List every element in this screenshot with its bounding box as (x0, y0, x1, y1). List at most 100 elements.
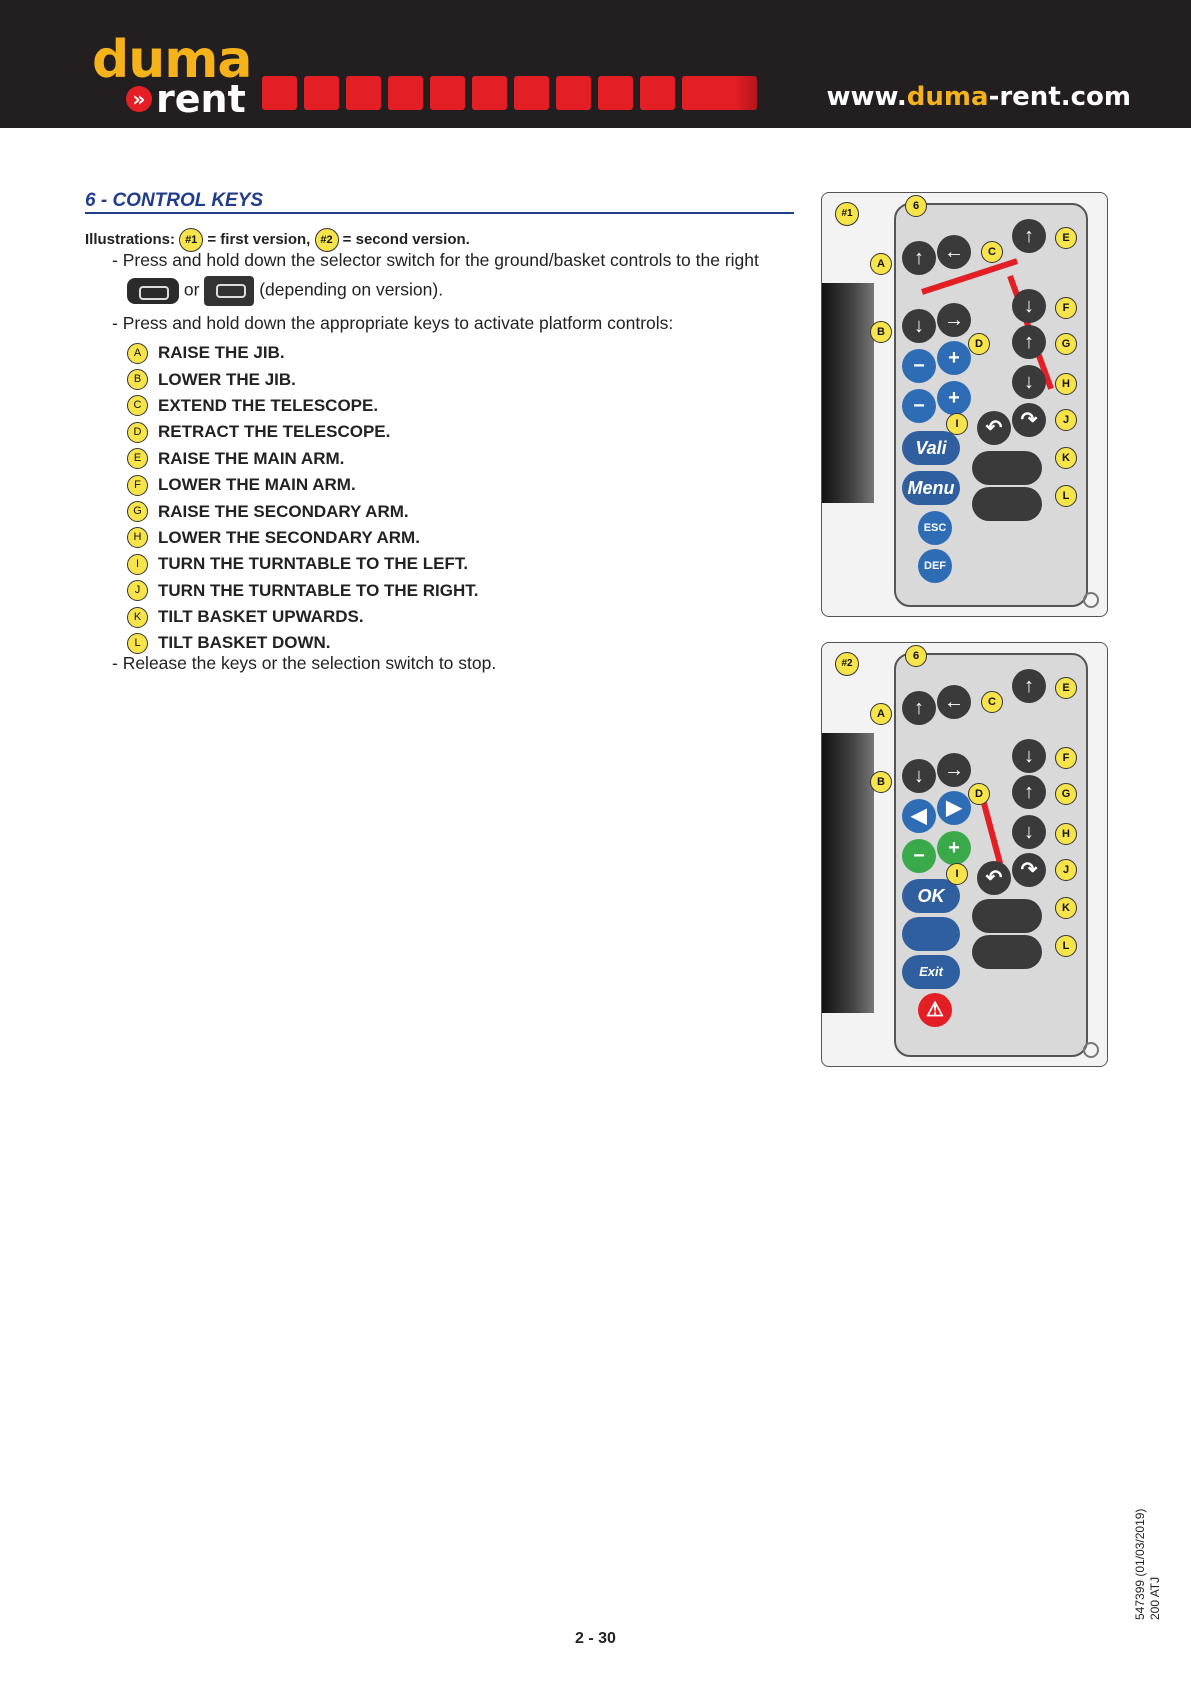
callout-d: D (968, 333, 990, 355)
section-title: 6 - CONTROL KEYS (85, 190, 264, 211)
arrow-down-icon: ↓ (1012, 739, 1046, 773)
triangle-left-icon: ◀ (902, 799, 936, 833)
title-divider (85, 212, 794, 214)
callout-g: G (1055, 783, 1077, 805)
arrow-up-icon: ↑ (1012, 325, 1046, 359)
machine-model: 200 ATJ (1148, 1576, 1162, 1620)
menu-button-key: Menu (902, 471, 960, 505)
callout-e: E (1055, 677, 1077, 699)
rotate-right-icon: ↷ (1012, 403, 1046, 437)
callout-j: J (1055, 859, 1077, 881)
arrow-down-icon: ↓ (1012, 289, 1046, 323)
callout-i: I (946, 413, 968, 435)
key-letter-badge: K (127, 606, 148, 628)
callout-i: I (946, 863, 968, 885)
key-label: TILT BASKET UPWARDS. (158, 607, 364, 627)
instruction-selector: - Press and hold down the selector switc… (112, 250, 759, 270)
callout-h: H (1055, 823, 1077, 845)
selector-switch-vehicle-icon (204, 276, 255, 306)
illustrations-legend: Illustrations: #1 = first version, #2 = … (85, 228, 470, 252)
doc-ref-code: 547399 (01/03/2019) (1133, 1508, 1147, 1620)
valid-button-key: Vali (902, 431, 960, 465)
key-label: LOWER THE JIB. (158, 369, 296, 389)
arrow-down-icon: ↓ (1012, 365, 1046, 399)
item-number-callout: 6 (905, 195, 927, 217)
document-key-icon (902, 917, 960, 951)
basket-tilt-down-key (972, 487, 1042, 521)
wheel-loader-icon (472, 76, 507, 110)
arrow-up-icon: ↑ (902, 691, 936, 725)
callout-f: F (1055, 297, 1077, 319)
screw-icon (1083, 592, 1099, 608)
callout-d: D (968, 783, 990, 805)
ok-button-key: OK (902, 879, 960, 913)
plus-icon: + (937, 381, 971, 415)
machine-icons-strip (262, 76, 757, 110)
key-letter-badge: F (127, 474, 148, 496)
callout-b: B (870, 771, 892, 793)
instruction-release: - Release the keys or the selection swit… (112, 653, 497, 673)
control-panel-illustration-2: ↑ ← ↑ ↓ → ↓ ↑ ◀ ▶ ↓ − + ↶ ↷ OK Exit ⚠ #2… (821, 642, 1108, 1067)
key-label: RAISE THE MAIN ARM. (158, 448, 345, 468)
rotate-left-icon: ↶ (977, 861, 1011, 895)
key-letter-badge: H (127, 527, 148, 549)
key-letter-badge: A (127, 342, 148, 364)
chevron-icon: » (126, 85, 152, 112)
esc-button-key: ESC (918, 511, 952, 545)
selector-switch-line: or (depending on version). (127, 276, 443, 306)
version-badge-1: #1 (179, 228, 204, 252)
list-item: B LOWER THE JIB. (127, 366, 478, 392)
list-item: I TURN THE TURNTABLE TO THE LEFT. (127, 551, 478, 577)
page-header: duma »rent www.duma-rent.com (0, 0, 1191, 128)
key-label: TURN THE TURNTABLE TO THE LEFT. (158, 554, 469, 574)
aerial-platform-icon (682, 76, 757, 110)
display-screen (822, 283, 874, 503)
mini-excavator-icon (388, 76, 423, 110)
key-label: RAISE THE JIB. (158, 343, 285, 363)
telehandler-icon (430, 76, 465, 110)
version-badge-2: #2 (314, 228, 339, 252)
website-url[interactable]: www.duma-rent.com (826, 82, 1131, 112)
list-item: H LOWER THE SECONDARY ARM. (127, 525, 478, 551)
def-button-key: DEF (918, 549, 952, 583)
callout-l: L (1055, 485, 1077, 507)
version-tag: #2 (835, 652, 859, 676)
rotate-left-icon: ↶ (977, 411, 1011, 445)
selector-switch-platform-icon (127, 278, 179, 304)
truck-mounted-platform-icon (514, 76, 549, 110)
key-label: LOWER THE SECONDARY ARM. (158, 527, 420, 547)
arrow-right-icon: → (937, 303, 971, 337)
callout-c: C (981, 241, 1003, 263)
arrow-left-icon: ← (937, 685, 971, 719)
arrow-left-icon: ← (937, 235, 971, 269)
key-letter-badge: B (127, 369, 148, 391)
callout-j: J (1055, 409, 1077, 431)
key-letter-badge: I (127, 553, 148, 575)
key-letter-badge: G (127, 501, 148, 523)
key-label: RAISE THE SECONDARY ARM. (158, 501, 409, 521)
list-item: K TILT BASKET UPWARDS. (127, 604, 478, 630)
arrow-down-icon: ↓ (902, 759, 936, 793)
callout-a: A (870, 253, 892, 275)
basket-tilt-up-key (972, 451, 1042, 485)
triangle-right-icon: ▶ (937, 791, 971, 825)
warning-icon: ⚠ (918, 993, 952, 1027)
callout-k: K (1055, 447, 1077, 469)
item-number-callout: 6 (905, 645, 927, 667)
version-tag: #1 (835, 202, 859, 226)
logo-duma: duma (92, 30, 253, 90)
arrow-down-icon: ↓ (902, 309, 936, 343)
callout-c: C (981, 691, 1003, 713)
arrow-up-icon: ↑ (1012, 219, 1046, 253)
key-letter-badge: D (127, 421, 148, 443)
control-panel-illustration-1: ↑ ← ↑ ↓ → ↓ ↑ − + ↓ − + ↶ ↷ Vali Menu ES… (821, 192, 1108, 617)
arrow-up-icon: ↑ (1012, 669, 1046, 703)
minus-icon: − (902, 349, 936, 383)
forklift-icon (304, 76, 339, 110)
callout-b: B (870, 321, 892, 343)
